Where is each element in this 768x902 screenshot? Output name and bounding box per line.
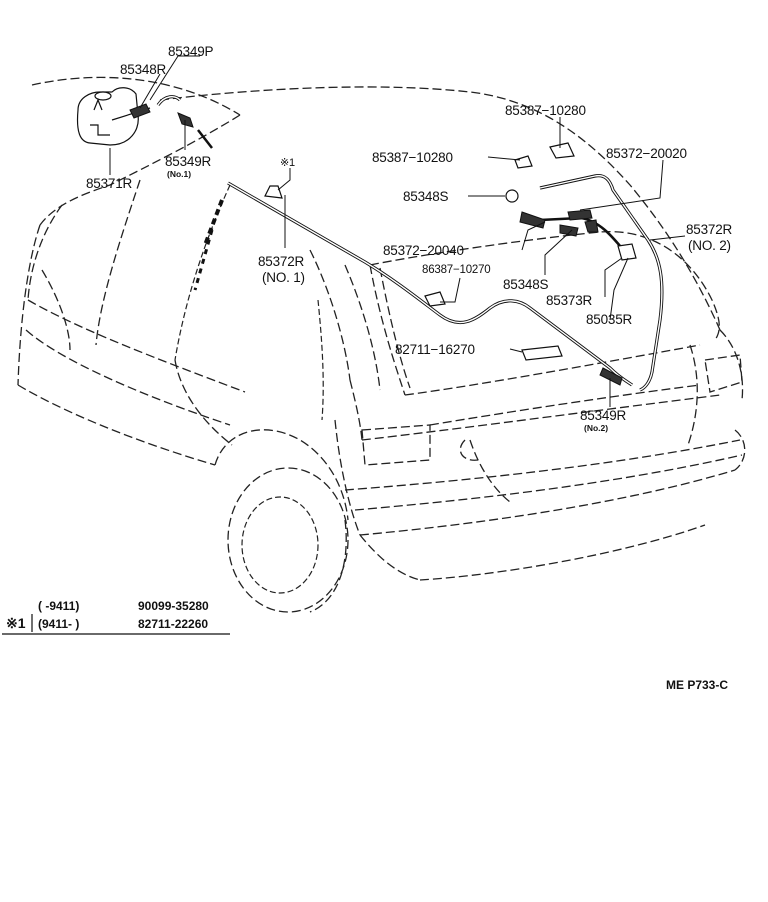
label-85373R: 85373R: [546, 293, 593, 308]
label-85372R-no1: 85372R: [258, 254, 305, 269]
part-labels: 85349P 85348R 85349R (No.1) 85371R ※1 85…: [86, 44, 733, 433]
label-86387-10270: 86387−10270: [422, 264, 490, 276]
label-85387-10280-b: 85387−10280: [372, 150, 453, 165]
label-85348S-b: 85348S: [503, 277, 549, 292]
label-85387-10280-a: 85387−10280: [505, 103, 586, 118]
hose-85372R-no2: [539, 174, 664, 392]
label-85349R-no1-sub: (No.1): [167, 169, 191, 179]
table-row2-range: (9411- ): [38, 617, 79, 631]
label-85372R-no1-sub: (NO. 1): [262, 270, 305, 285]
label-85372R-no2-sub: (NO. 2): [688, 238, 731, 253]
label-82711-16270: 82711−16270: [395, 342, 475, 357]
label-85349R-no2-sub: (No.2): [584, 423, 608, 433]
table-row2-part: 82711-22260: [138, 617, 208, 631]
label-85035R: 85035R: [586, 312, 633, 327]
hatch-components: [264, 142, 637, 386]
table-row1-range: ( -9411): [38, 599, 79, 613]
label-85372-20040: 85372−20040: [383, 243, 464, 258]
label-85348R: 85348R: [120, 62, 167, 77]
leader-lines: [109, 55, 686, 407]
table-row1-part: 90099-35280: [138, 599, 209, 613]
label-85349P: 85349P: [168, 44, 214, 59]
label-85371R: 85371R: [86, 176, 133, 191]
car-body: [17, 76, 746, 613]
label-85348S-a: 85348S: [403, 189, 449, 204]
label-85372-20020: 85372−20020: [606, 146, 687, 161]
label-85349R-no2: 85349R: [580, 408, 627, 423]
hose-85372R-no1: [227, 181, 633, 387]
washer-tank: [76, 87, 151, 146]
label-ref-mark: ※1: [280, 157, 295, 169]
footnote-table: ( -9411) 90099-35280 ※1 (9411- ) 82711-2…: [2, 599, 230, 635]
figure-code: ME P733-C: [666, 678, 728, 692]
table-row2-mark: ※1: [6, 615, 26, 631]
label-85372R-no2: 85372R: [686, 222, 733, 237]
label-85349R-no1: 85349R: [165, 154, 212, 169]
